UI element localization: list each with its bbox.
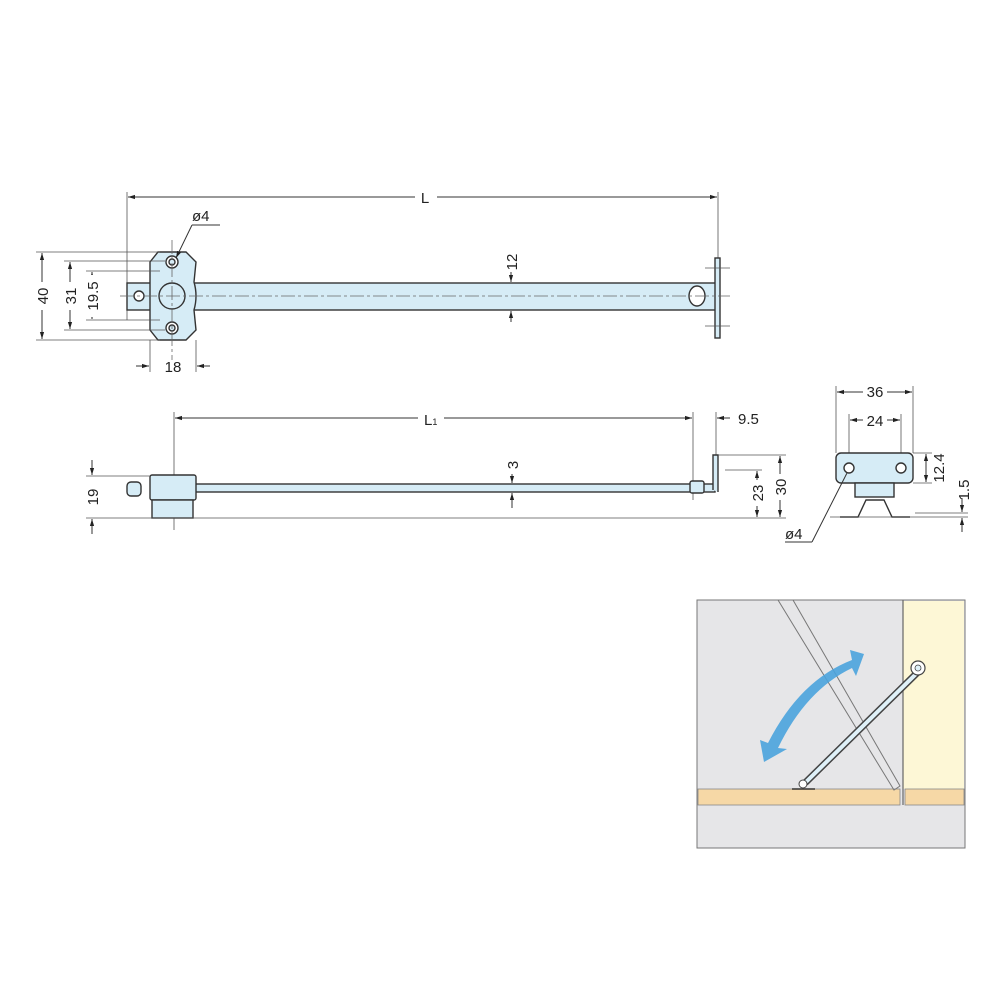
label-36: 36 xyxy=(867,384,884,401)
side-bar xyxy=(189,483,716,493)
top-view: L ø4 40 31 19.5 xyxy=(34,188,730,376)
label-19-5: 19.5 xyxy=(85,281,102,310)
label-hole-diameter: ø4 xyxy=(192,208,210,225)
label-9-5: 9.5 xyxy=(738,411,759,428)
label-1-5: 1.5 xyxy=(956,480,973,501)
double-headed-curved-arrow-icon xyxy=(760,650,864,762)
stay-in-use xyxy=(804,670,920,784)
end-view: 36 24 12.4 1.5 ø4 xyxy=(785,382,973,543)
label-19: 19 xyxy=(85,489,102,506)
label-18: 18 xyxy=(165,359,182,376)
usage-illustration xyxy=(696,599,966,849)
label-L: L xyxy=(421,190,429,207)
label-3: 3 xyxy=(505,461,522,469)
stay-bar xyxy=(189,282,717,311)
label-end-hole: ø4 xyxy=(785,526,803,543)
label-12-4: 12.4 xyxy=(931,453,948,482)
door-outline xyxy=(777,599,901,791)
label-31: 31 xyxy=(63,288,80,305)
label-30: 30 xyxy=(773,479,790,496)
label-24: 24 xyxy=(867,413,884,430)
end-plate xyxy=(714,257,721,339)
label-23: 23 xyxy=(750,485,767,502)
label-40: 40 xyxy=(35,288,52,305)
label-L1: L1 xyxy=(424,412,437,429)
label-12: 12 xyxy=(504,254,521,271)
side-view: L1 9.5 19 3 23 30 xyxy=(85,408,790,534)
